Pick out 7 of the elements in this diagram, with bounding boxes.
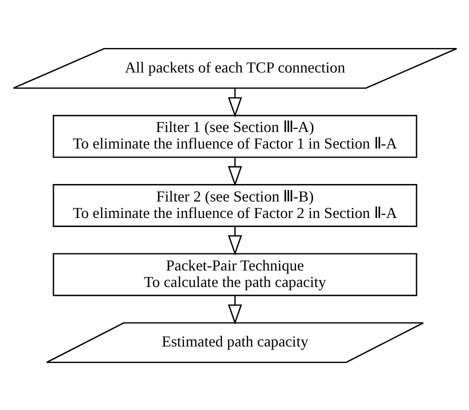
arrow — [227, 157, 242, 186]
arrow — [227, 226, 242, 255]
arrow — [227, 294, 242, 324]
node-box: Filter 1 (see Section Ⅲ-A) To eliminate the influence of Factor 1 in Section Ⅱ-A — [52, 114, 417, 158]
node-box: Filter 2 (see Section Ⅲ-B) To eliminate the influence of Factor 2 in Section Ⅱ-A — [52, 184, 417, 226]
arrow — [227, 88, 242, 117]
node-box: Packet-Pair Technique To calculate the path capacity — [52, 252, 417, 296]
